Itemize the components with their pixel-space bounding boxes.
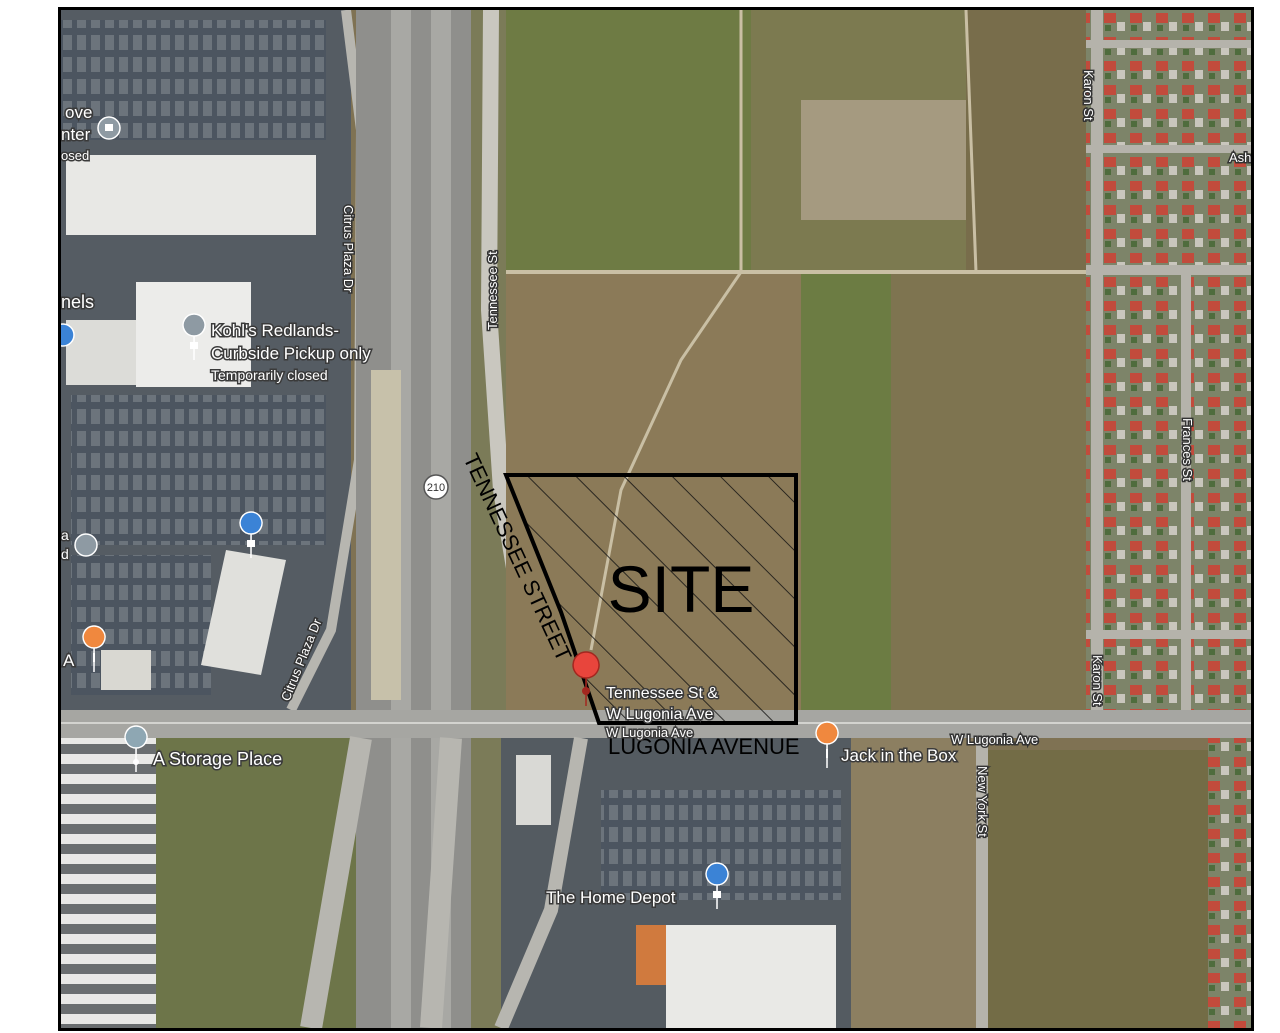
building [516, 755, 551, 825]
partial-place-label: d [61, 546, 69, 562]
kohls-label-line1: Kohl's Redlands- [211, 321, 339, 340]
intersection-label-line1: Tennessee St & [606, 685, 718, 702]
field [851, 738, 976, 1028]
field [988, 750, 1208, 1028]
garden-center [636, 925, 666, 985]
restaurant-pin-icon[interactable] [82, 625, 106, 673]
field [966, 10, 1086, 272]
site-label: SITE [608, 552, 755, 626]
residential-street [1086, 630, 1251, 639]
intersection-label-line2: W Lugonia Ave [606, 706, 713, 723]
residential-street [1086, 145, 1251, 153]
karon-st-road[interactable] [1091, 10, 1103, 722]
building [66, 155, 316, 235]
field [891, 272, 1086, 722]
intersection-label-line3: W Lugonia Ave [606, 725, 693, 740]
building [201, 550, 286, 675]
parking-lot [71, 395, 326, 545]
freeway-median [371, 370, 401, 700]
field-patch [801, 100, 971, 220]
tennessee-st-label: Tennessee St [485, 251, 500, 330]
route-210-shield-icon [423, 474, 449, 500]
aerial-map[interactable]: 210 SITE TENNESSEE STREET LUGONIA AVENUE… [61, 10, 1251, 1028]
karon-st-label: Karon St [1090, 655, 1105, 706]
partial-place-label: osed [61, 148, 89, 163]
partial-place-label: a [61, 527, 69, 543]
residential-street [1086, 40, 1251, 48]
intersection-pin-icon[interactable] [572, 651, 600, 707]
w-lugonia-ave-label: W Lugonia Ave [951, 732, 1038, 747]
new-york-st-road[interactable] [976, 738, 988, 1028]
tennessee-st-south[interactable] [494, 736, 588, 1028]
residential-area-south [1208, 738, 1251, 1028]
partial-place-label: A [63, 651, 75, 670]
jack-in-the-box-label: Jack in the Box [841, 746, 957, 765]
partial-place-label: ove [65, 103, 92, 122]
building [66, 320, 136, 385]
kohls-pin-icon[interactable] [182, 313, 206, 361]
partial-place-label: nter [61, 125, 91, 144]
karon-st-label: Karon St [1081, 70, 1096, 121]
field [506, 10, 751, 272]
storage-pin-icon[interactable] [124, 725, 148, 773]
kohls-status-label: Temporarily closed [211, 367, 328, 383]
shopping-pin-icon[interactable] [61, 323, 75, 347]
map-frame: 210 SITE TENNESSEE STREET LUGONIA AVENUE… [58, 7, 1254, 1031]
citrus-plaza-dr-label: Citrus Plaza Dr [341, 205, 356, 293]
home-depot-label: The Home Depot [546, 888, 676, 907]
dirt-path [964, 10, 978, 273]
jack-in-the-box-pin-icon[interactable] [815, 721, 839, 769]
partial-place-label: nels [61, 292, 94, 312]
route-210-label: 210 [427, 482, 445, 494]
storage-units [61, 738, 156, 1028]
frances-st-label: Frances St [1180, 418, 1195, 481]
field [801, 272, 891, 722]
home-depot-building [666, 925, 836, 1028]
residential-street [1086, 265, 1251, 275]
residential-area-east [1086, 10, 1251, 722]
shopping-pin-icon[interactable] [239, 511, 263, 559]
freeway-ramp [420, 737, 462, 1028]
new-york-st-label: New York St [975, 766, 990, 837]
building [101, 650, 151, 690]
shopping-pin-icon[interactable] [74, 533, 98, 557]
lugonia-avenue-annotation: LUGONIA AVENUE [608, 734, 800, 759]
kohls-label-line2: Curbside Pickup only [211, 344, 371, 363]
ash-label-partial: Ash [1229, 150, 1251, 165]
storage-label: A Storage Place [153, 749, 282, 769]
shopping-pin-icon[interactable] [97, 116, 121, 140]
frances-st-road[interactable] [1181, 272, 1191, 722]
freeway-ramp [300, 736, 372, 1028]
home-depot-pin-icon[interactable] [705, 862, 729, 910]
